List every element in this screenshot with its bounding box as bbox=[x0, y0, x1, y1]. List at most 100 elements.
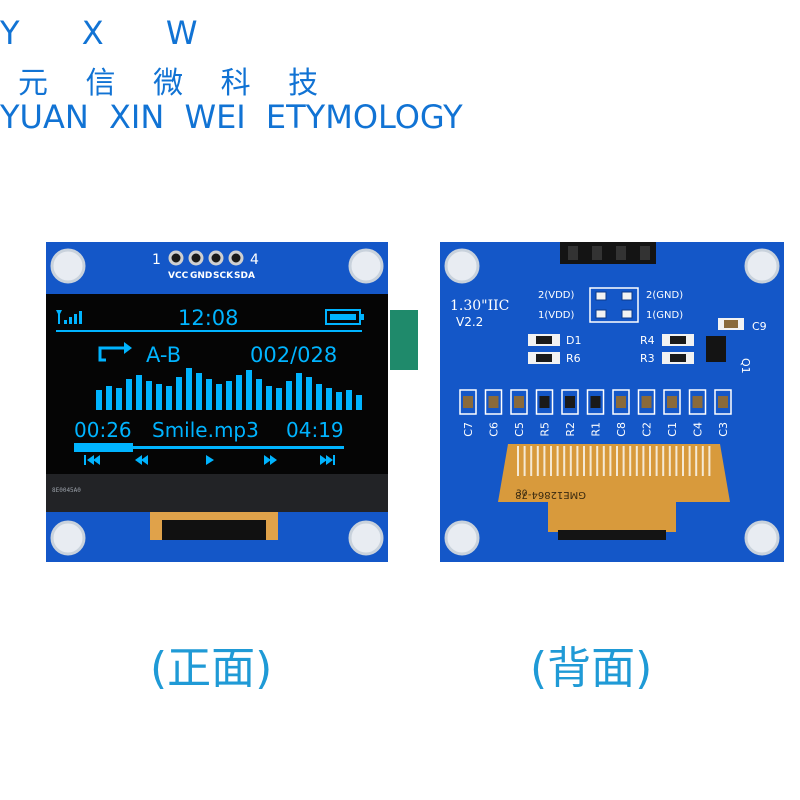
flex-pin-number: 30 bbox=[516, 489, 528, 499]
spectrum-bar bbox=[246, 370, 252, 410]
pin-label-sck: SCK bbox=[213, 271, 234, 281]
mounting-hole bbox=[348, 248, 384, 284]
label-c9: C9 bbox=[752, 320, 767, 333]
brand-english-name: YUAN XIN WEI ETYMOLOGY bbox=[0, 98, 463, 136]
component-c1: C1 bbox=[663, 389, 681, 437]
component-label: C7 bbox=[462, 422, 475, 437]
rewind-icon bbox=[135, 455, 148, 465]
spectrum-bar bbox=[136, 375, 142, 410]
component-r5: R5 bbox=[535, 389, 554, 437]
spectrum-bar bbox=[326, 388, 332, 410]
back-caption: (背面) bbox=[530, 643, 653, 694]
spectrum-bar bbox=[196, 373, 202, 410]
component-label: C1 bbox=[666, 422, 679, 437]
spectrum-bar bbox=[206, 379, 212, 410]
component-label: C2 bbox=[641, 422, 654, 437]
spectrum-bar bbox=[166, 386, 172, 410]
mounting-hole bbox=[744, 248, 780, 284]
front-caption: (正面) bbox=[150, 643, 273, 694]
flex-cable bbox=[498, 444, 730, 540]
flex-code: GME12864-78 bbox=[515, 489, 586, 500]
component-label: C6 bbox=[488, 422, 501, 437]
spectrum-bar bbox=[236, 375, 242, 410]
smd-components bbox=[528, 318, 744, 364]
component-label: C4 bbox=[692, 422, 705, 437]
component-label: R5 bbox=[539, 422, 552, 437]
signal-icon bbox=[56, 310, 82, 324]
fast-forward-icon bbox=[264, 455, 277, 465]
brand-abbreviation: Y X W bbox=[0, 14, 224, 52]
label-q1: Q1 bbox=[739, 358, 752, 374]
progress-track bbox=[74, 446, 344, 449]
spectrum-bar bbox=[156, 384, 162, 410]
spectrum-bar bbox=[276, 388, 282, 410]
component-c5: C5 bbox=[510, 389, 528, 437]
spectrum-bar bbox=[186, 368, 192, 410]
spectrum-bar bbox=[126, 379, 132, 410]
component-c2: C2 bbox=[637, 389, 656, 437]
track-index: 002/028 bbox=[250, 343, 337, 367]
mounting-hole bbox=[444, 520, 480, 556]
spectrum-bar bbox=[286, 381, 292, 410]
mounting-hole bbox=[444, 248, 480, 284]
back-oled-module: 1.30"IIC V2.2 2(VDD) 1(VDD) 2(GND) 1(GND… bbox=[440, 242, 784, 562]
elapsed-time: 00:26 bbox=[74, 418, 132, 442]
label-r4: R4 bbox=[640, 334, 655, 347]
spectrum-bar bbox=[216, 384, 222, 410]
component-label: C5 bbox=[513, 422, 526, 437]
component-label: R2 bbox=[564, 422, 577, 437]
panel-code: 8E0045A0 bbox=[52, 487, 81, 494]
pin-number-1: 1 bbox=[152, 252, 161, 268]
jumper-pads bbox=[589, 287, 639, 323]
bottom-flex-base bbox=[162, 520, 266, 540]
component-c8: C8 bbox=[612, 389, 630, 437]
play-icon bbox=[206, 455, 214, 465]
pin-label-vcc: VCC bbox=[168, 271, 189, 281]
pin-header bbox=[560, 242, 656, 264]
spectrum-bar bbox=[296, 373, 302, 410]
label-r3: R3 bbox=[640, 352, 655, 365]
repeat-mode: A-B bbox=[146, 343, 181, 367]
skip-first-icon bbox=[84, 455, 100, 465]
mounting-hole bbox=[50, 248, 86, 284]
spectrum-bar bbox=[266, 386, 272, 410]
pin-number-4: 4 bbox=[250, 252, 259, 268]
battery-icon bbox=[325, 309, 364, 325]
spectrum-bar bbox=[336, 392, 342, 410]
spectrum-bar bbox=[116, 388, 122, 410]
component-r2: R2 bbox=[561, 389, 579, 437]
pin-label-sda: SDA bbox=[234, 271, 255, 281]
display-bottom-strip bbox=[46, 474, 388, 512]
side-flex-tab bbox=[390, 310, 418, 370]
skip-last-icon bbox=[320, 455, 335, 465]
component-c7: C7 bbox=[459, 389, 477, 437]
component-label: C8 bbox=[615, 422, 628, 437]
brand-chinese-name: 元 信 微 科 技 bbox=[18, 66, 333, 101]
label-d1: D1 bbox=[566, 334, 581, 347]
spectrum-bar bbox=[316, 384, 322, 410]
mounting-hole bbox=[50, 520, 86, 556]
spectrum-visualizer bbox=[96, 368, 362, 410]
spectrum-bar bbox=[346, 390, 352, 410]
component-c3: C3 bbox=[714, 389, 732, 437]
component-c4: C4 bbox=[688, 389, 707, 437]
spectrum-bar bbox=[256, 379, 262, 410]
component-c6: C6 bbox=[484, 389, 503, 437]
mounting-hole bbox=[744, 520, 780, 556]
spectrum-bar bbox=[96, 390, 102, 410]
component-label: C3 bbox=[717, 422, 730, 437]
mounting-hole bbox=[348, 520, 384, 556]
spectrum-bar bbox=[176, 377, 182, 410]
vdd-option-1: 1(VDD) bbox=[538, 310, 575, 321]
gnd-option-1: 1(GND) bbox=[646, 310, 683, 321]
spectrum-bar bbox=[356, 395, 362, 410]
label-r6: R6 bbox=[566, 352, 581, 365]
song-title: Smile.mp3 bbox=[152, 418, 259, 442]
version-label: V2.2 bbox=[456, 315, 483, 329]
component-r1: R1 bbox=[586, 389, 605, 437]
oled-screen-content: 12:08 A-B 002/028 00:26 Smile.mp3 04:19 bbox=[56, 306, 364, 465]
repeat-icon bbox=[98, 342, 132, 362]
gnd-option-2: 2(GND) bbox=[646, 290, 683, 301]
spectrum-bar bbox=[106, 386, 112, 410]
